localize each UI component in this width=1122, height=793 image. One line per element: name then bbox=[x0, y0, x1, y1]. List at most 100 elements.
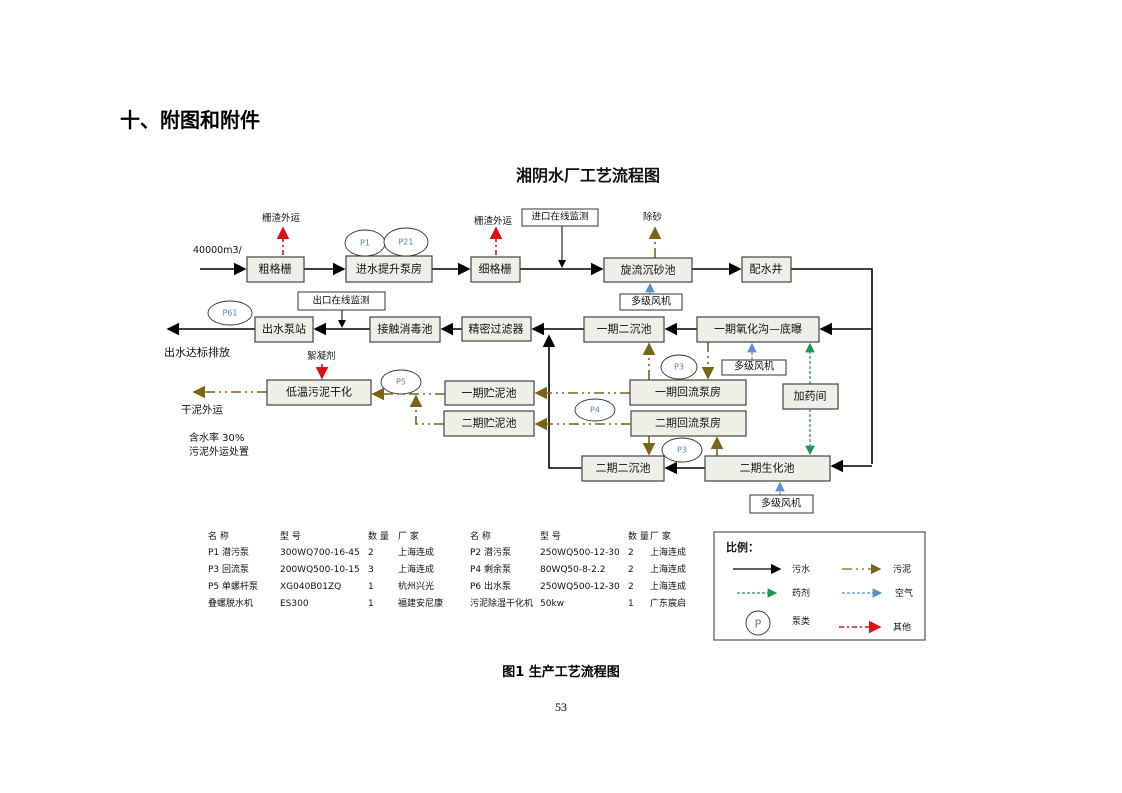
box-oxidation-ditch-1: 一期氧化沟—底曝 bbox=[696, 316, 820, 343]
box-sludge-tank-2: 二期贮泥池 bbox=[443, 410, 535, 437]
svg-text:加药间: 加药间 bbox=[794, 390, 827, 403]
box-sludge-tank-1: 一期贮泥池 bbox=[444, 380, 535, 406]
sludge-arrow bbox=[409, 394, 444, 425]
table-cell: 200WQ500-10-15 bbox=[280, 565, 360, 575]
svg-text:旋流沉砂池: 旋流沉砂池 bbox=[621, 263, 676, 277]
screenings-label-1: 栅渣外运 bbox=[262, 212, 301, 224]
box-blower-2: 多级风机 bbox=[721, 359, 787, 376]
table-cell: XG040B01ZQ bbox=[280, 582, 341, 592]
table-cell: 上海连成 bbox=[398, 546, 434, 558]
svg-text:P21: P21 bbox=[398, 238, 413, 247]
table-cell: 广东宸启 bbox=[650, 597, 686, 609]
legend-pump: 泵类 bbox=[792, 615, 810, 627]
svg-text:多级风机: 多级风机 bbox=[734, 360, 774, 373]
table-cell: P6 出水泵 bbox=[470, 580, 511, 592]
table-cell: 2 bbox=[368, 548, 374, 558]
flocculant-label: 絮凝剂 bbox=[307, 350, 336, 362]
svg-text:一期氧化沟—底曝: 一期氧化沟—底曝 bbox=[714, 322, 802, 336]
pump-p3b: P3 bbox=[661, 437, 703, 463]
box-outlet-pump: 出水泵站 bbox=[254, 316, 314, 343]
svg-text:低温污泥干化: 低温污泥干化 bbox=[286, 385, 352, 399]
svg-text:多级风机: 多级风机 bbox=[631, 295, 671, 308]
box-outlet-monitor: 出口在线监测 bbox=[297, 291, 386, 311]
box-inlet-monitor: 进口在线监测 bbox=[521, 208, 599, 227]
sand-removal-label: 除砂 bbox=[643, 211, 663, 223]
legend-chemical: 药剂 bbox=[792, 587, 810, 599]
flow-arrow bbox=[542, 334, 582, 469]
svg-text:精密过滤器: 精密过滤器 bbox=[469, 322, 524, 336]
pump-p5: P5 bbox=[380, 369, 422, 395]
table-cell: 2 bbox=[628, 565, 634, 575]
box-clarifier-2: 二期二沉池 bbox=[581, 455, 665, 482]
svg-text:P3: P3 bbox=[674, 363, 684, 372]
page-number: 53 bbox=[555, 700, 567, 714]
svg-text:P4: P4 bbox=[590, 406, 600, 415]
table-header: 型 号 bbox=[540, 531, 561, 542]
table-header: 厂 家 bbox=[398, 530, 419, 542]
diagram-title: 湘阴水厂工艺流程图 bbox=[516, 166, 660, 185]
screenings-label-2: 栅渣外运 bbox=[474, 215, 513, 227]
table-cell: 1 bbox=[628, 599, 634, 609]
svg-text:进水提升泵房: 进水提升泵房 bbox=[356, 263, 422, 276]
table-header: 名 称 bbox=[470, 530, 491, 542]
box-disinfection: 接触消毒池 bbox=[369, 316, 441, 343]
sludge-disposal-label: 污泥外运处置 bbox=[189, 445, 249, 458]
table-cell: ES300 bbox=[280, 599, 309, 609]
box-grit-chamber: 旋流沉砂池 bbox=[603, 257, 693, 283]
legend-sludge: 污泥 bbox=[893, 563, 911, 575]
table-cell: 污泥除湿干化机 bbox=[470, 597, 533, 609]
svg-text:二期回流泵房: 二期回流泵房 bbox=[655, 416, 721, 430]
legend-sewage: 污水 bbox=[792, 563, 810, 575]
table-cell: 50kw bbox=[540, 599, 564, 609]
moisture-label: 含水率 30% bbox=[189, 431, 244, 444]
pump-p4: P4 bbox=[574, 398, 616, 422]
legend: 比例： 污水 污泥 药剂 空气 P 泵类 其他 bbox=[713, 531, 926, 641]
pump-p61: P61 bbox=[207, 300, 253, 326]
table-cell: 250WQ500-12-30 bbox=[540, 548, 620, 558]
box-lift-pump: 进水提升泵房 bbox=[345, 255, 433, 283]
pump-p3a: P3 bbox=[660, 354, 698, 380]
table-cell: P3 回流泵 bbox=[208, 563, 249, 575]
legend-title: 比例： bbox=[726, 540, 759, 554]
table-cell: 上海连成 bbox=[650, 580, 686, 592]
table-cell: 上海连成 bbox=[398, 563, 434, 575]
inflow-label: 40000m3/ bbox=[193, 245, 243, 256]
box-dosing-room: 加药间 bbox=[782, 383, 839, 410]
svg-text:二期二沉池: 二期二沉池 bbox=[596, 462, 651, 475]
box-bio-tank-2: 二期生化池 bbox=[704, 455, 831, 482]
box-coarse-screen: 粗格栅 bbox=[246, 256, 305, 283]
svg-text:多级风机: 多级风机 bbox=[761, 497, 801, 510]
svg-text:P3: P3 bbox=[677, 446, 687, 455]
table-cell: 杭州兴光 bbox=[398, 580, 434, 592]
table-header: 名 称 bbox=[208, 530, 229, 542]
box-clarifier-1: 一期二沉池 bbox=[583, 316, 665, 343]
box-blower-3: 多级风机 bbox=[749, 494, 814, 514]
figure-caption: 图1 生产工艺流程图 bbox=[502, 665, 620, 680]
table-cell: P2 潜污泵 bbox=[470, 546, 511, 558]
table-cell: P4 剩余泵 bbox=[470, 563, 511, 575]
table-header: 数 量 bbox=[368, 530, 389, 542]
svg-text:P5: P5 bbox=[396, 378, 406, 387]
table-header: 型 号 bbox=[280, 531, 301, 542]
flow-line bbox=[791, 268, 873, 464]
table-cell: 2 bbox=[628, 548, 634, 558]
box-fine-screen: 细格栅 bbox=[470, 256, 521, 283]
table-header: 数 量 bbox=[628, 530, 649, 542]
table-cell: 1 bbox=[368, 599, 374, 609]
svg-text:配水井: 配水井 bbox=[750, 262, 783, 276]
table-cell: 上海连成 bbox=[650, 563, 686, 575]
svg-text:二期生化池: 二期生化池 bbox=[740, 461, 795, 475]
svg-text:二期贮泥池: 二期贮泥池 bbox=[462, 417, 517, 430]
box-return-pump-2: 二期回流泵房 bbox=[630, 410, 747, 437]
svg-text:出口在线监测: 出口在线监测 bbox=[312, 295, 369, 307]
legend-air: 空气 bbox=[895, 587, 913, 599]
box-return-pump-1: 一期回流泵房 bbox=[629, 379, 747, 406]
table-cell: 3 bbox=[368, 565, 374, 575]
svg-text:P61: P61 bbox=[222, 309, 237, 318]
table-cell: 叠螺脱水机 bbox=[208, 597, 253, 609]
box-sludge-dryer: 低温污泥干化 bbox=[266, 379, 372, 406]
table-cell: 上海连成 bbox=[650, 546, 686, 558]
